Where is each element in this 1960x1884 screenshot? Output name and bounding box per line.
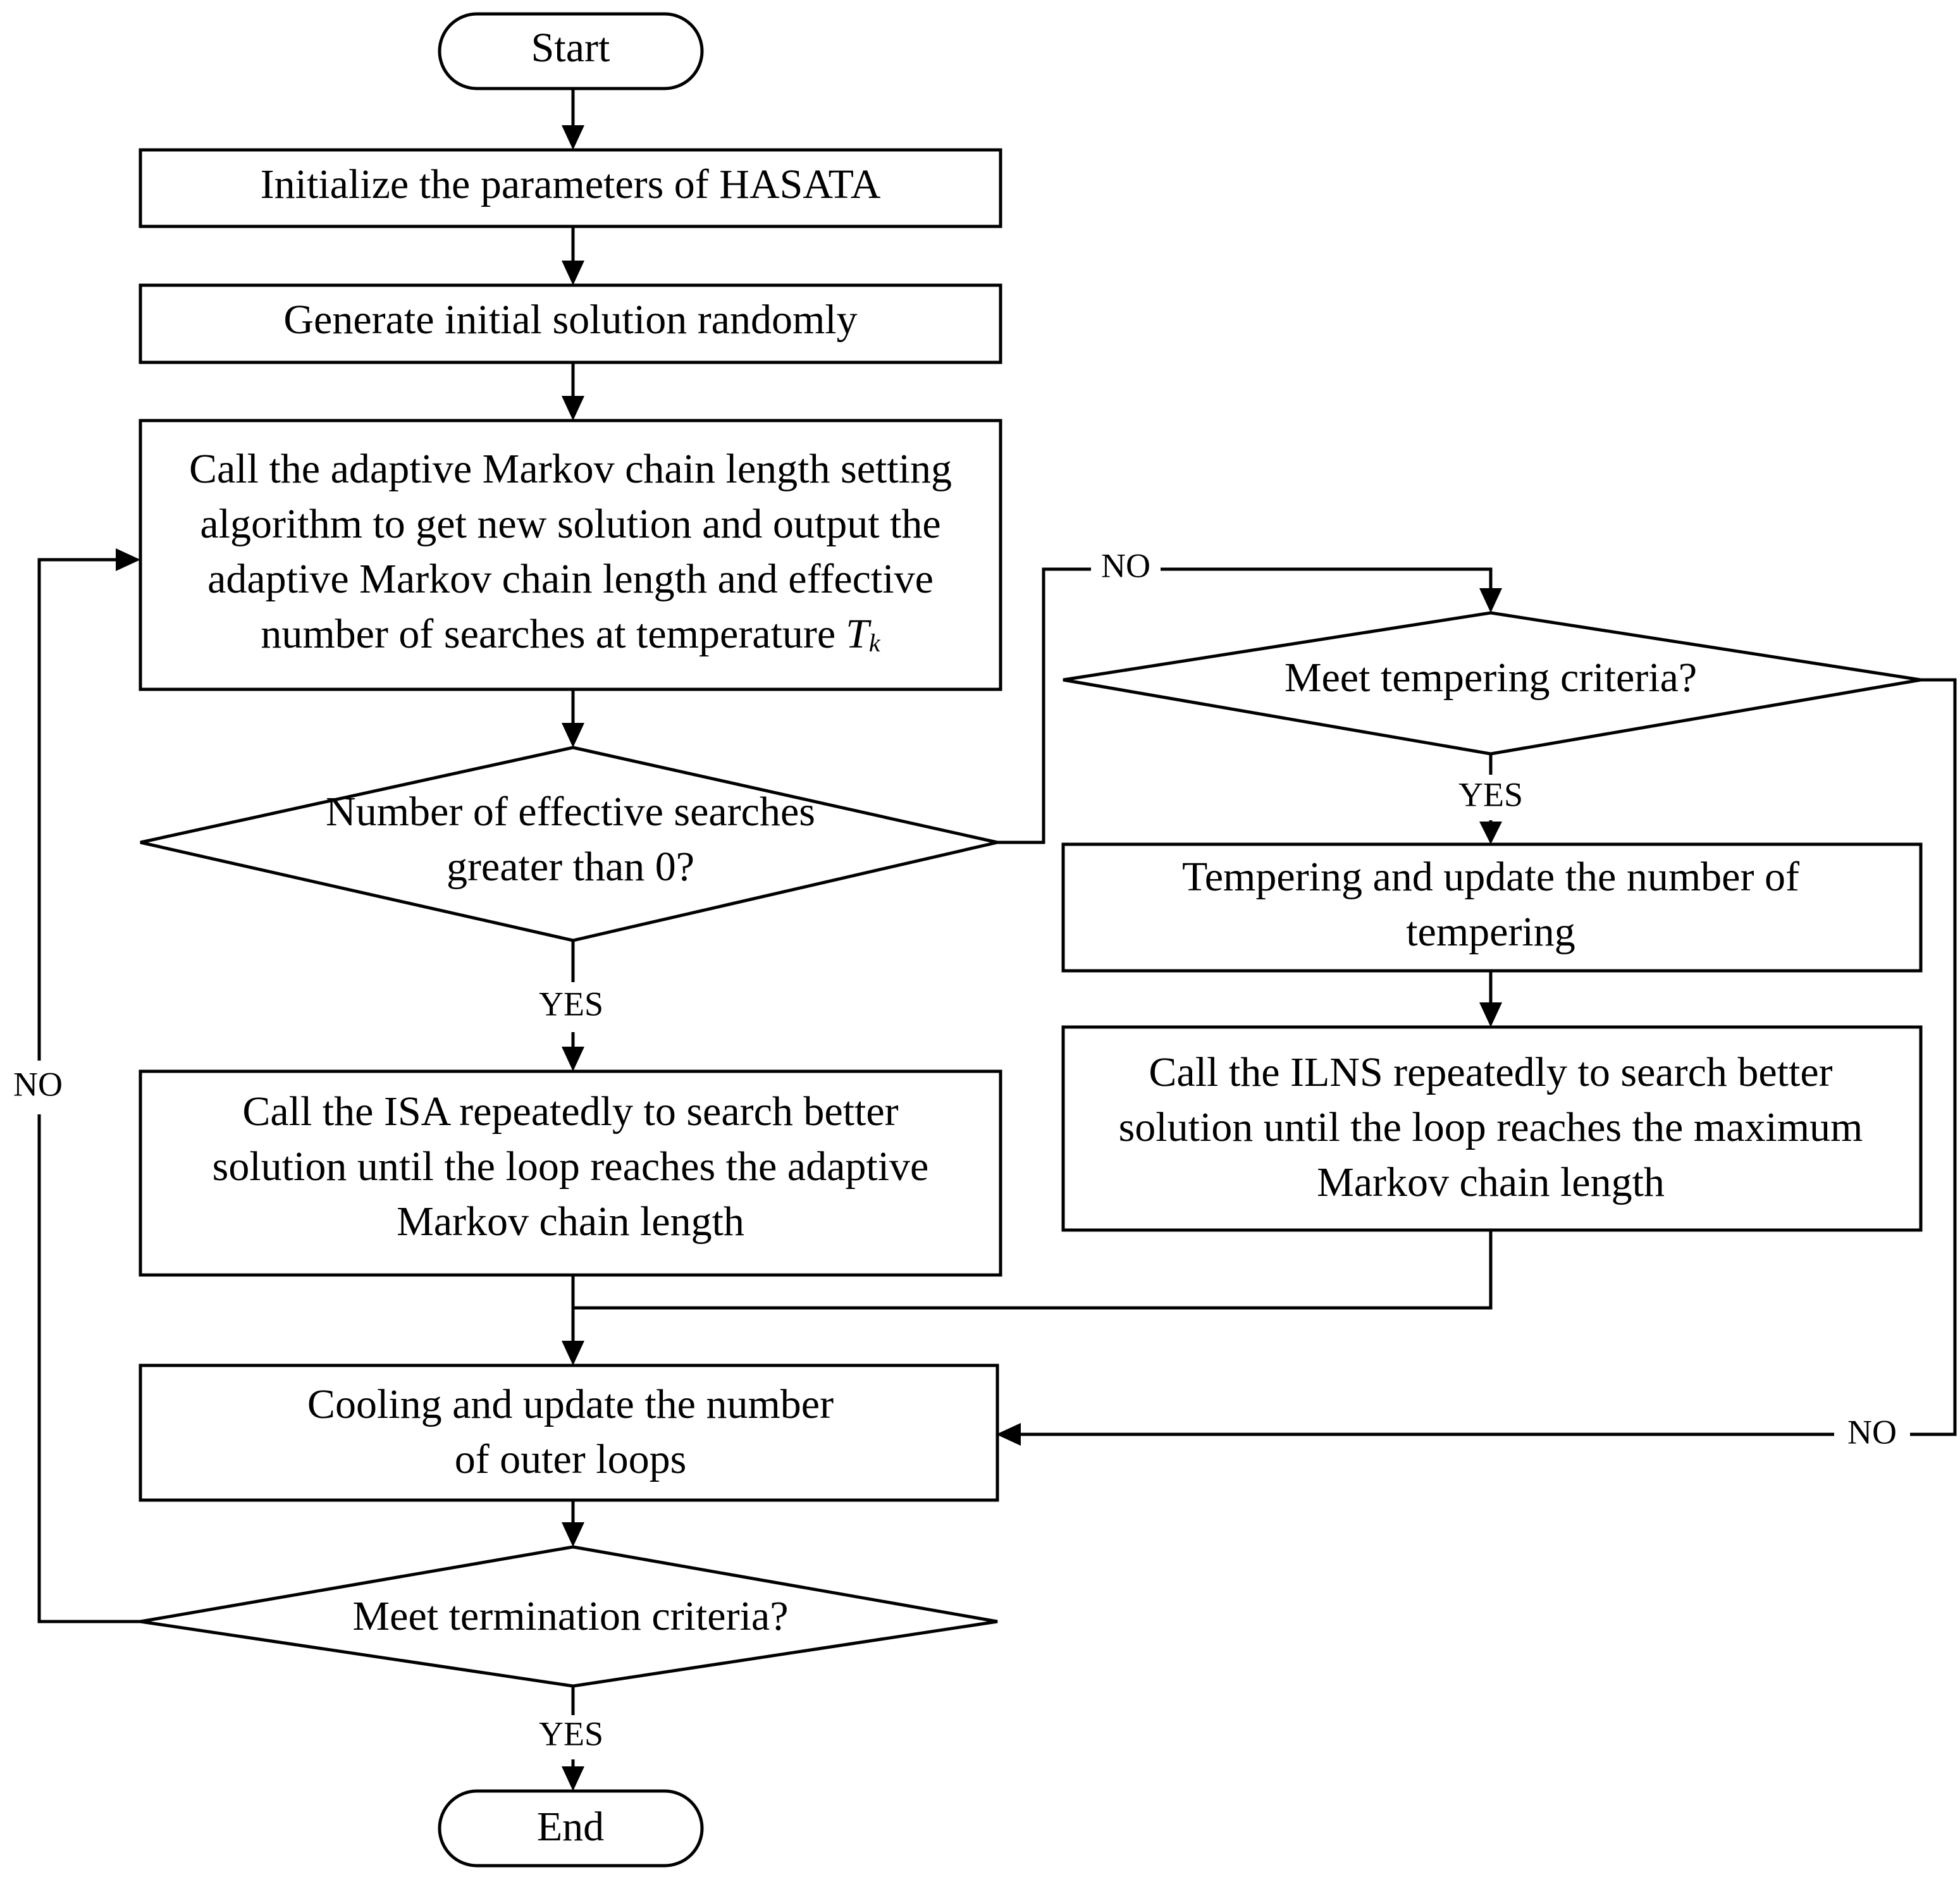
call-ilns-line-3: Markov chain length <box>1317 1159 1665 1205</box>
call-ilns-node: Call the ILNS repeatedly to search bette… <box>1061 1025 1923 1232</box>
call-isa-node: Call the ISA repeatedly to search better… <box>139 1069 1002 1277</box>
call-isa-line-1: Call the ISA repeatedly to search better <box>242 1088 898 1135</box>
temperature-symbol: T <box>846 611 872 657</box>
edge-termination-no-upper <box>37 1114 140 1623</box>
init-node: Initialize the parameters of HASATA <box>139 148 1002 228</box>
edge-termination-no-lower <box>37 558 119 1061</box>
edge-decision-no-to-tempering-b <box>1161 567 1493 591</box>
arrow-head-ilns <box>1479 1002 1502 1027</box>
generate-label: Generate initial solution randomly <box>283 297 857 343</box>
call-adaptive-line-4-text: number of searches at temperature <box>261 611 835 657</box>
arrow-head-cooling <box>562 1341 584 1365</box>
call-adaptive-line-1: Call the adaptive Markov chain length se… <box>189 446 952 492</box>
call-adaptive-line-3: adaptive Markov chain length and effecti… <box>207 556 934 602</box>
tempering-node: Tempering and update the number of tempe… <box>1061 842 1923 973</box>
tempering-line-2: tempering <box>1406 909 1575 955</box>
start-label: Start <box>531 25 610 71</box>
cooling-node: Cooling and update the number of outer l… <box>139 1364 999 1502</box>
effective-no-label: NO <box>1101 546 1150 584</box>
edge-labels: NO YES YES NO NO YES <box>13 546 1897 1752</box>
call-isa-line-3: Markov chain length <box>397 1198 744 1245</box>
arrow-head-cooling-right <box>996 1423 1021 1446</box>
tempering-decision-label: Meet tempering criteria? <box>1285 655 1697 701</box>
end-label: End <box>537 1804 604 1850</box>
call-isa-line-2: solution until the loop reaches the adap… <box>213 1143 929 1190</box>
connectors <box>37 89 1957 1770</box>
tempering-no-label: NO <box>1847 1413 1897 1451</box>
edge-ilns-merge <box>573 1230 1493 1310</box>
cooling-line-2: of outer loops <box>455 1436 687 1482</box>
call-adaptive-node: Call the adaptive Markov chain length se… <box>139 419 1002 691</box>
arrow-head-isa <box>562 1047 584 1071</box>
call-ilns-line-1: Call the ILNS repeatedly to search bette… <box>1149 1049 1832 1095</box>
arrow-head-call-adaptive <box>562 396 584 421</box>
arrow-head-termination <box>562 1522 584 1547</box>
call-adaptive-line-2: algorithm to get new solution and output… <box>200 501 940 547</box>
tempering-decision-node: Meet tempering criteria? <box>1063 611 1921 756</box>
termination-no-label: NO <box>13 1065 63 1103</box>
arrow-head-init <box>562 125 584 150</box>
arrow-head-generate <box>562 261 584 285</box>
arrow-head-call-adaptive-left <box>116 548 140 571</box>
termination-decision-label: Meet termination criteria? <box>352 1593 788 1639</box>
arrow-head-effective-decision <box>562 723 584 748</box>
init-label: Initialize the parameters of HASATA <box>261 161 881 207</box>
effective-decision-line-2: greater than 0? <box>447 844 694 890</box>
arrowheads <box>116 125 1502 1791</box>
tempering-line-1: Tempering and update the number of <box>1182 854 1799 900</box>
effective-decision-node: Number of effective searches greater tha… <box>140 746 998 942</box>
arrow-head-end <box>562 1766 584 1791</box>
temperature-subscript: k <box>869 629 881 657</box>
termination-decision-node: Meet termination criteria? <box>140 1545 998 1688</box>
termination-yes-label: YES <box>539 1715 603 1752</box>
tempering-yes-label: YES <box>1458 775 1523 813</box>
effective-yes-label: YES <box>539 985 603 1023</box>
edge-decision-no-to-tempering <box>997 567 1091 844</box>
generate-node: Generate initial solution randomly <box>139 283 1002 364</box>
arrow-head-tempering <box>1479 822 1502 844</box>
start-node: Start <box>438 12 704 90</box>
edge-tempering-no-to-cooling <box>1910 678 1957 1436</box>
arrow-head-tempering-decision <box>1479 588 1502 613</box>
effective-decision-line-1: Number of effective searches <box>326 789 815 835</box>
cooling-line-1: Cooling and update the number <box>307 1381 834 1427</box>
call-ilns-line-2: solution until the loop reaches the maxi… <box>1119 1104 1863 1150</box>
end-node: End <box>438 1789 704 1868</box>
